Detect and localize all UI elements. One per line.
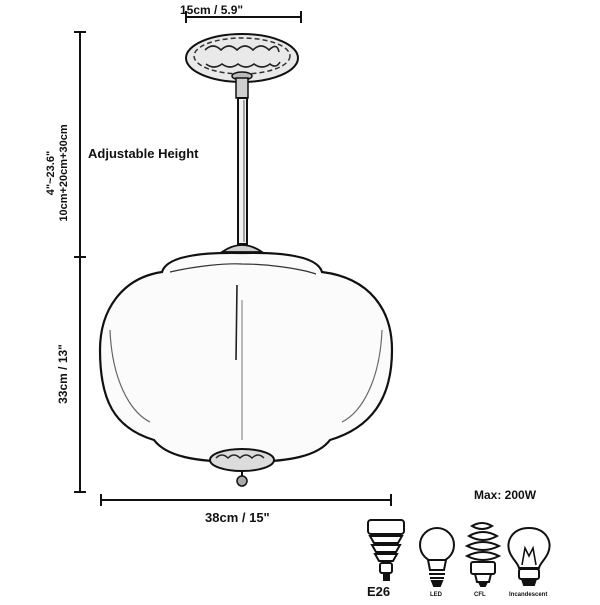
- suspension-rod: [219, 77, 265, 253]
- shade-height-label: 33cm / 13": [56, 344, 70, 404]
- incandescent-bulb-icon: [507, 526, 551, 586]
- bulb-type-incandescent: Incandescent: [509, 592, 548, 598]
- ceiling-canopy: [185, 33, 299, 83]
- height-dimension-lines: [74, 31, 86, 493]
- rod-range-label: 4"~23.6" 10cm+20cm+30cm: [45, 103, 71, 243]
- rod-range-cm: 10cm+20cm+30cm: [58, 124, 70, 222]
- led-bulb-icon: [419, 527, 455, 587]
- shade-width-label: 38cm / 15": [205, 510, 270, 525]
- max-wattage-label: Max: 200W: [474, 488, 537, 502]
- bottom-finial: [209, 448, 275, 487]
- socket-icon: [367, 519, 405, 581]
- bulb-type-cfl: CFL: [474, 592, 486, 598]
- canopy-width-dimension-line: [185, 11, 302, 23]
- glass-shade: [98, 251, 394, 464]
- adjustable-height-label: Adjustable Height: [88, 146, 199, 161]
- cfl-bulb-icon: [464, 522, 502, 587]
- bulb-type-e26: E26: [367, 584, 391, 599]
- rod-range-inch: 4"~23.6": [45, 150, 57, 196]
- canopy-width-label: 15cm / 5.9": [180, 3, 244, 17]
- bulb-type-led: LED: [430, 592, 442, 598]
- shade-width-dimension-line: [100, 494, 392, 506]
